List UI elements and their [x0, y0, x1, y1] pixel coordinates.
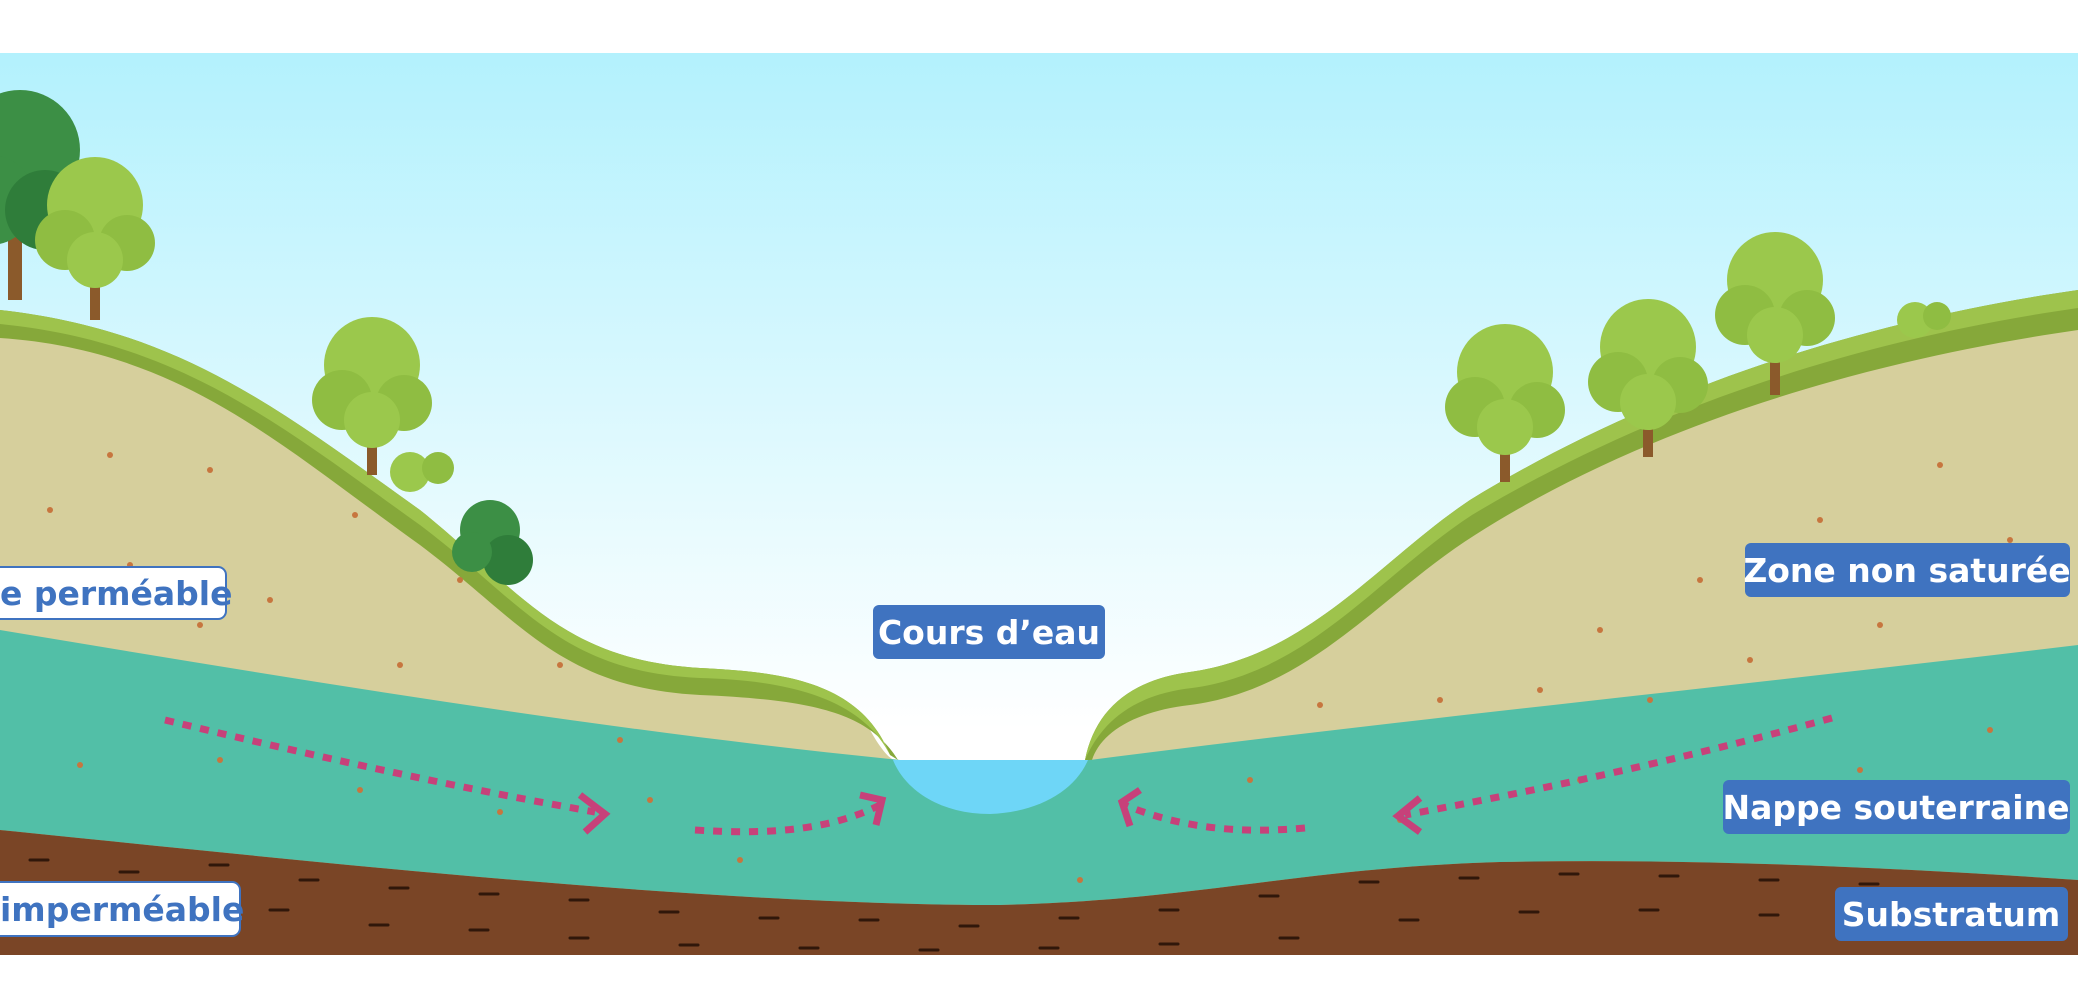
tree-icon [1715, 232, 1835, 395]
bush-icon [390, 452, 454, 492]
grass-left-highlight [0, 310, 890, 755]
tree-icon [1588, 299, 1708, 457]
label-permeable: e perméable [0, 566, 233, 620]
label-nappe-souterraine: Nappe souterraine [1723, 780, 2070, 834]
flow-arrow-icon [164, 716, 596, 816]
flow-arrows [164, 714, 1833, 836]
scene [0, 53, 2078, 955]
tree-icon [312, 317, 432, 475]
label-impermeable: imperméable [0, 881, 244, 937]
flow-arrow-icon [694, 801, 882, 836]
label-impermeable-text: imperméable [0, 890, 244, 929]
tree-icon [1445, 324, 1565, 482]
label-zone-non-saturee-text: Zone non saturée [1743, 551, 2070, 590]
flow-arrow-icon [1404, 714, 1833, 819]
flow-arrow-icon [1123, 801, 1306, 834]
tree-icon [35, 157, 155, 320]
bush-icon [452, 500, 533, 585]
label-permeable-text: e perméable [0, 574, 233, 613]
label-substratum-text: Substratum [1842, 895, 2061, 934]
bedrock-zone [0, 830, 2078, 955]
label-substratum: Substratum [1835, 887, 2068, 941]
river-water [893, 760, 1088, 814]
label-nappe-souterraine-text: Nappe souterraine [1723, 788, 2070, 827]
label-cours-deau: Cours d’eau [873, 605, 1105, 659]
grass-right [1085, 290, 2078, 760]
arrow-heads [577, 787, 1423, 835]
bush-icon [1897, 302, 1951, 338]
soil-dots [47, 452, 2013, 883]
label-cours-deau-text: Cours d’eau [878, 613, 1100, 652]
label-zone-non-saturee: Zone non saturée [1743, 543, 2071, 597]
